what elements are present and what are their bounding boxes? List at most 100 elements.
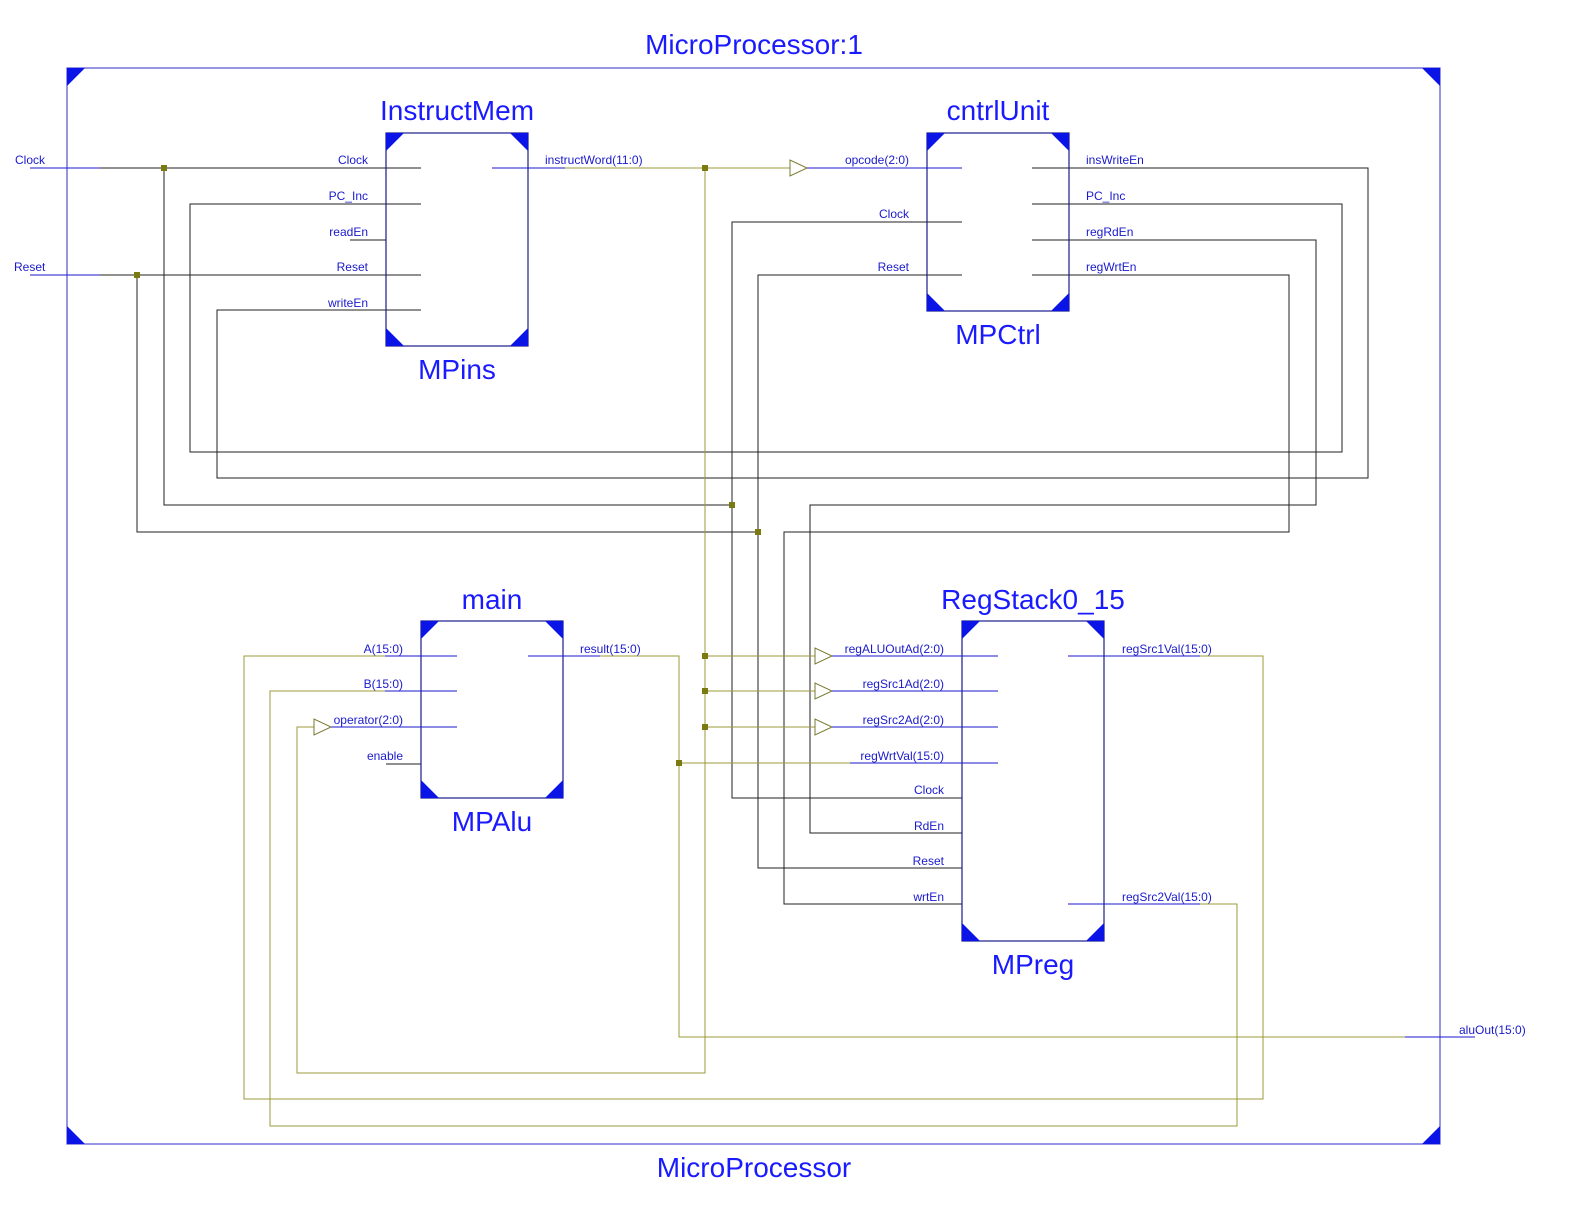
net-clock-ctrl bbox=[731, 221, 962, 505]
frame-corner-tl bbox=[67, 68, 85, 86]
block-instructmem[interactable]: InstructMem MPins Clock PC_Inc readEn Re… bbox=[327, 95, 643, 385]
block-body[interactable] bbox=[961, 620, 1105, 942]
pin-label-writeen: writeEn bbox=[327, 296, 368, 310]
block-corner bbox=[386, 328, 404, 346]
block-regstack[interactable]: RegStack0_15 MPreg regALUOutAd(2:0) regS… bbox=[832, 584, 1212, 980]
pin-label-readen: readEn bbox=[329, 225, 368, 239]
pin-label-result: result(15:0) bbox=[580, 642, 641, 656]
block-module-name: MPins bbox=[418, 354, 496, 385]
ripper-opcode bbox=[789, 159, 809, 177]
block-corner bbox=[510, 133, 528, 151]
block-main[interactable]: main MPAlu A(15:0) B(15:0) operator(2:0)… bbox=[331, 584, 641, 837]
block-corner bbox=[510, 328, 528, 346]
frame-corner-bl bbox=[67, 1126, 85, 1144]
port-reset-label: Reset bbox=[14, 260, 46, 274]
net-clock-branch bbox=[163, 168, 732, 506]
control-wires bbox=[100, 167, 1369, 905]
net-src1val bbox=[243, 655, 1264, 1100]
ripper-operator bbox=[313, 718, 333, 736]
pin-label-pc-inc: PC_Inc bbox=[329, 189, 368, 203]
pin-label-reset: Reset bbox=[913, 854, 945, 868]
pin-label-regwrtval: regWrtVal(15:0) bbox=[860, 749, 944, 763]
pin-label-a: A(15:0) bbox=[364, 642, 403, 656]
block-instance-name: cntrlUnit bbox=[947, 95, 1050, 126]
block-instance-name: RegStack0_15 bbox=[941, 584, 1125, 615]
junction-dot bbox=[161, 165, 167, 171]
ripper-regsrc2ad bbox=[814, 718, 834, 736]
port-clock-label: Clock bbox=[15, 153, 46, 167]
block-module-name: MPCtrl bbox=[955, 319, 1041, 350]
frame-corner-br bbox=[1422, 1126, 1440, 1144]
ripper-regaluoutad bbox=[814, 647, 834, 665]
pin-label-inswriteen: insWriteEn bbox=[1086, 153, 1144, 167]
junction-dot bbox=[729, 502, 735, 508]
top-instance-name: MicroProcessor:1 bbox=[645, 29, 863, 60]
block-corner bbox=[962, 621, 980, 639]
port-aluout-label: aluOut(15:0) bbox=[1459, 1023, 1526, 1037]
pin-label-operator: operator(2:0) bbox=[334, 713, 403, 727]
block-corner bbox=[421, 780, 439, 798]
net-reset-branch bbox=[136, 275, 758, 533]
pin-label-clock: Clock bbox=[338, 153, 369, 167]
pin-label-regsrc2ad: regSrc2Ad(2:0) bbox=[863, 713, 944, 727]
frame-corner-tr bbox=[1422, 68, 1440, 86]
net-inswriteen bbox=[216, 167, 1369, 479]
block-module-name: MPAlu bbox=[452, 806, 532, 837]
block-corner bbox=[927, 133, 945, 151]
junctions bbox=[134, 165, 761, 766]
pin-label-clock: Clock bbox=[879, 207, 910, 221]
block-corner bbox=[545, 621, 563, 639]
net-reset-reg bbox=[757, 532, 998, 869]
pin-label-regaluoutad: regALUOutAd(2:0) bbox=[845, 642, 944, 656]
bus-rippers bbox=[313, 159, 834, 736]
pin-label-clock: Clock bbox=[914, 783, 945, 797]
block-module-name: MPreg bbox=[992, 949, 1074, 980]
block-corner bbox=[545, 780, 563, 798]
block-cntrlunit[interactable]: cntrlUnit MPCtrl opcode(2:0) Clock Reset… bbox=[807, 95, 1144, 350]
block-instance-name: main bbox=[462, 584, 523, 615]
junction-dot bbox=[702, 165, 708, 171]
block-body[interactable] bbox=[385, 132, 529, 347]
pin-label-rden: RdEn bbox=[914, 819, 944, 833]
net-instructword-trunk bbox=[296, 168, 706, 1074]
pin-label-b: B(15:0) bbox=[364, 677, 403, 691]
net-reset-ctrl bbox=[757, 274, 962, 532]
junction-dot bbox=[134, 272, 140, 278]
net-pc-inc bbox=[189, 203, 1343, 453]
junction-dot bbox=[676, 760, 682, 766]
junction-dot bbox=[755, 529, 761, 535]
pin-label-reset: Reset bbox=[337, 260, 369, 274]
block-body[interactable] bbox=[420, 620, 564, 799]
block-instance-name: InstructMem bbox=[380, 95, 534, 126]
net-clock-reg bbox=[731, 505, 998, 799]
pin-label-regwrten: regWrtEn bbox=[1086, 260, 1136, 274]
block-corner bbox=[962, 923, 980, 941]
pin-label-regsrc1val: regSrc1Val(15:0) bbox=[1122, 642, 1212, 656]
top-module-frame bbox=[66, 67, 1441, 1145]
block-corner bbox=[1051, 293, 1069, 311]
junction-dot bbox=[702, 653, 708, 659]
net-result bbox=[600, 655, 1405, 1038]
pin-label-instructword: instructWord(11:0) bbox=[545, 153, 643, 167]
block-corner bbox=[1051, 133, 1069, 151]
net-src2val bbox=[269, 690, 1238, 1127]
pin-label-regsrc1ad: regSrc1Ad(2:0) bbox=[863, 677, 944, 691]
block-corner bbox=[386, 133, 404, 151]
pin-label-pc-inc: PC_Inc bbox=[1086, 189, 1125, 203]
junction-dot bbox=[702, 724, 708, 730]
pin-label-opcode: opcode(2:0) bbox=[845, 153, 909, 167]
net-regwrten bbox=[783, 274, 1290, 905]
bus-wires bbox=[243, 167, 1405, 1127]
pin-label-reset: Reset bbox=[878, 260, 910, 274]
pin-label-regsrc2val: regSrc2Val(15:0) bbox=[1122, 890, 1212, 904]
net-regrden bbox=[809, 239, 1317, 834]
junction-dot bbox=[702, 688, 708, 694]
block-corner bbox=[1086, 923, 1104, 941]
block-corner bbox=[927, 293, 945, 311]
pin-label-regrden: regRdEn bbox=[1086, 225, 1133, 239]
ripper-regsrc1ad bbox=[814, 682, 834, 700]
block-corner bbox=[1086, 621, 1104, 639]
pin-label-enable: enable bbox=[367, 749, 403, 763]
block-corner bbox=[421, 621, 439, 639]
